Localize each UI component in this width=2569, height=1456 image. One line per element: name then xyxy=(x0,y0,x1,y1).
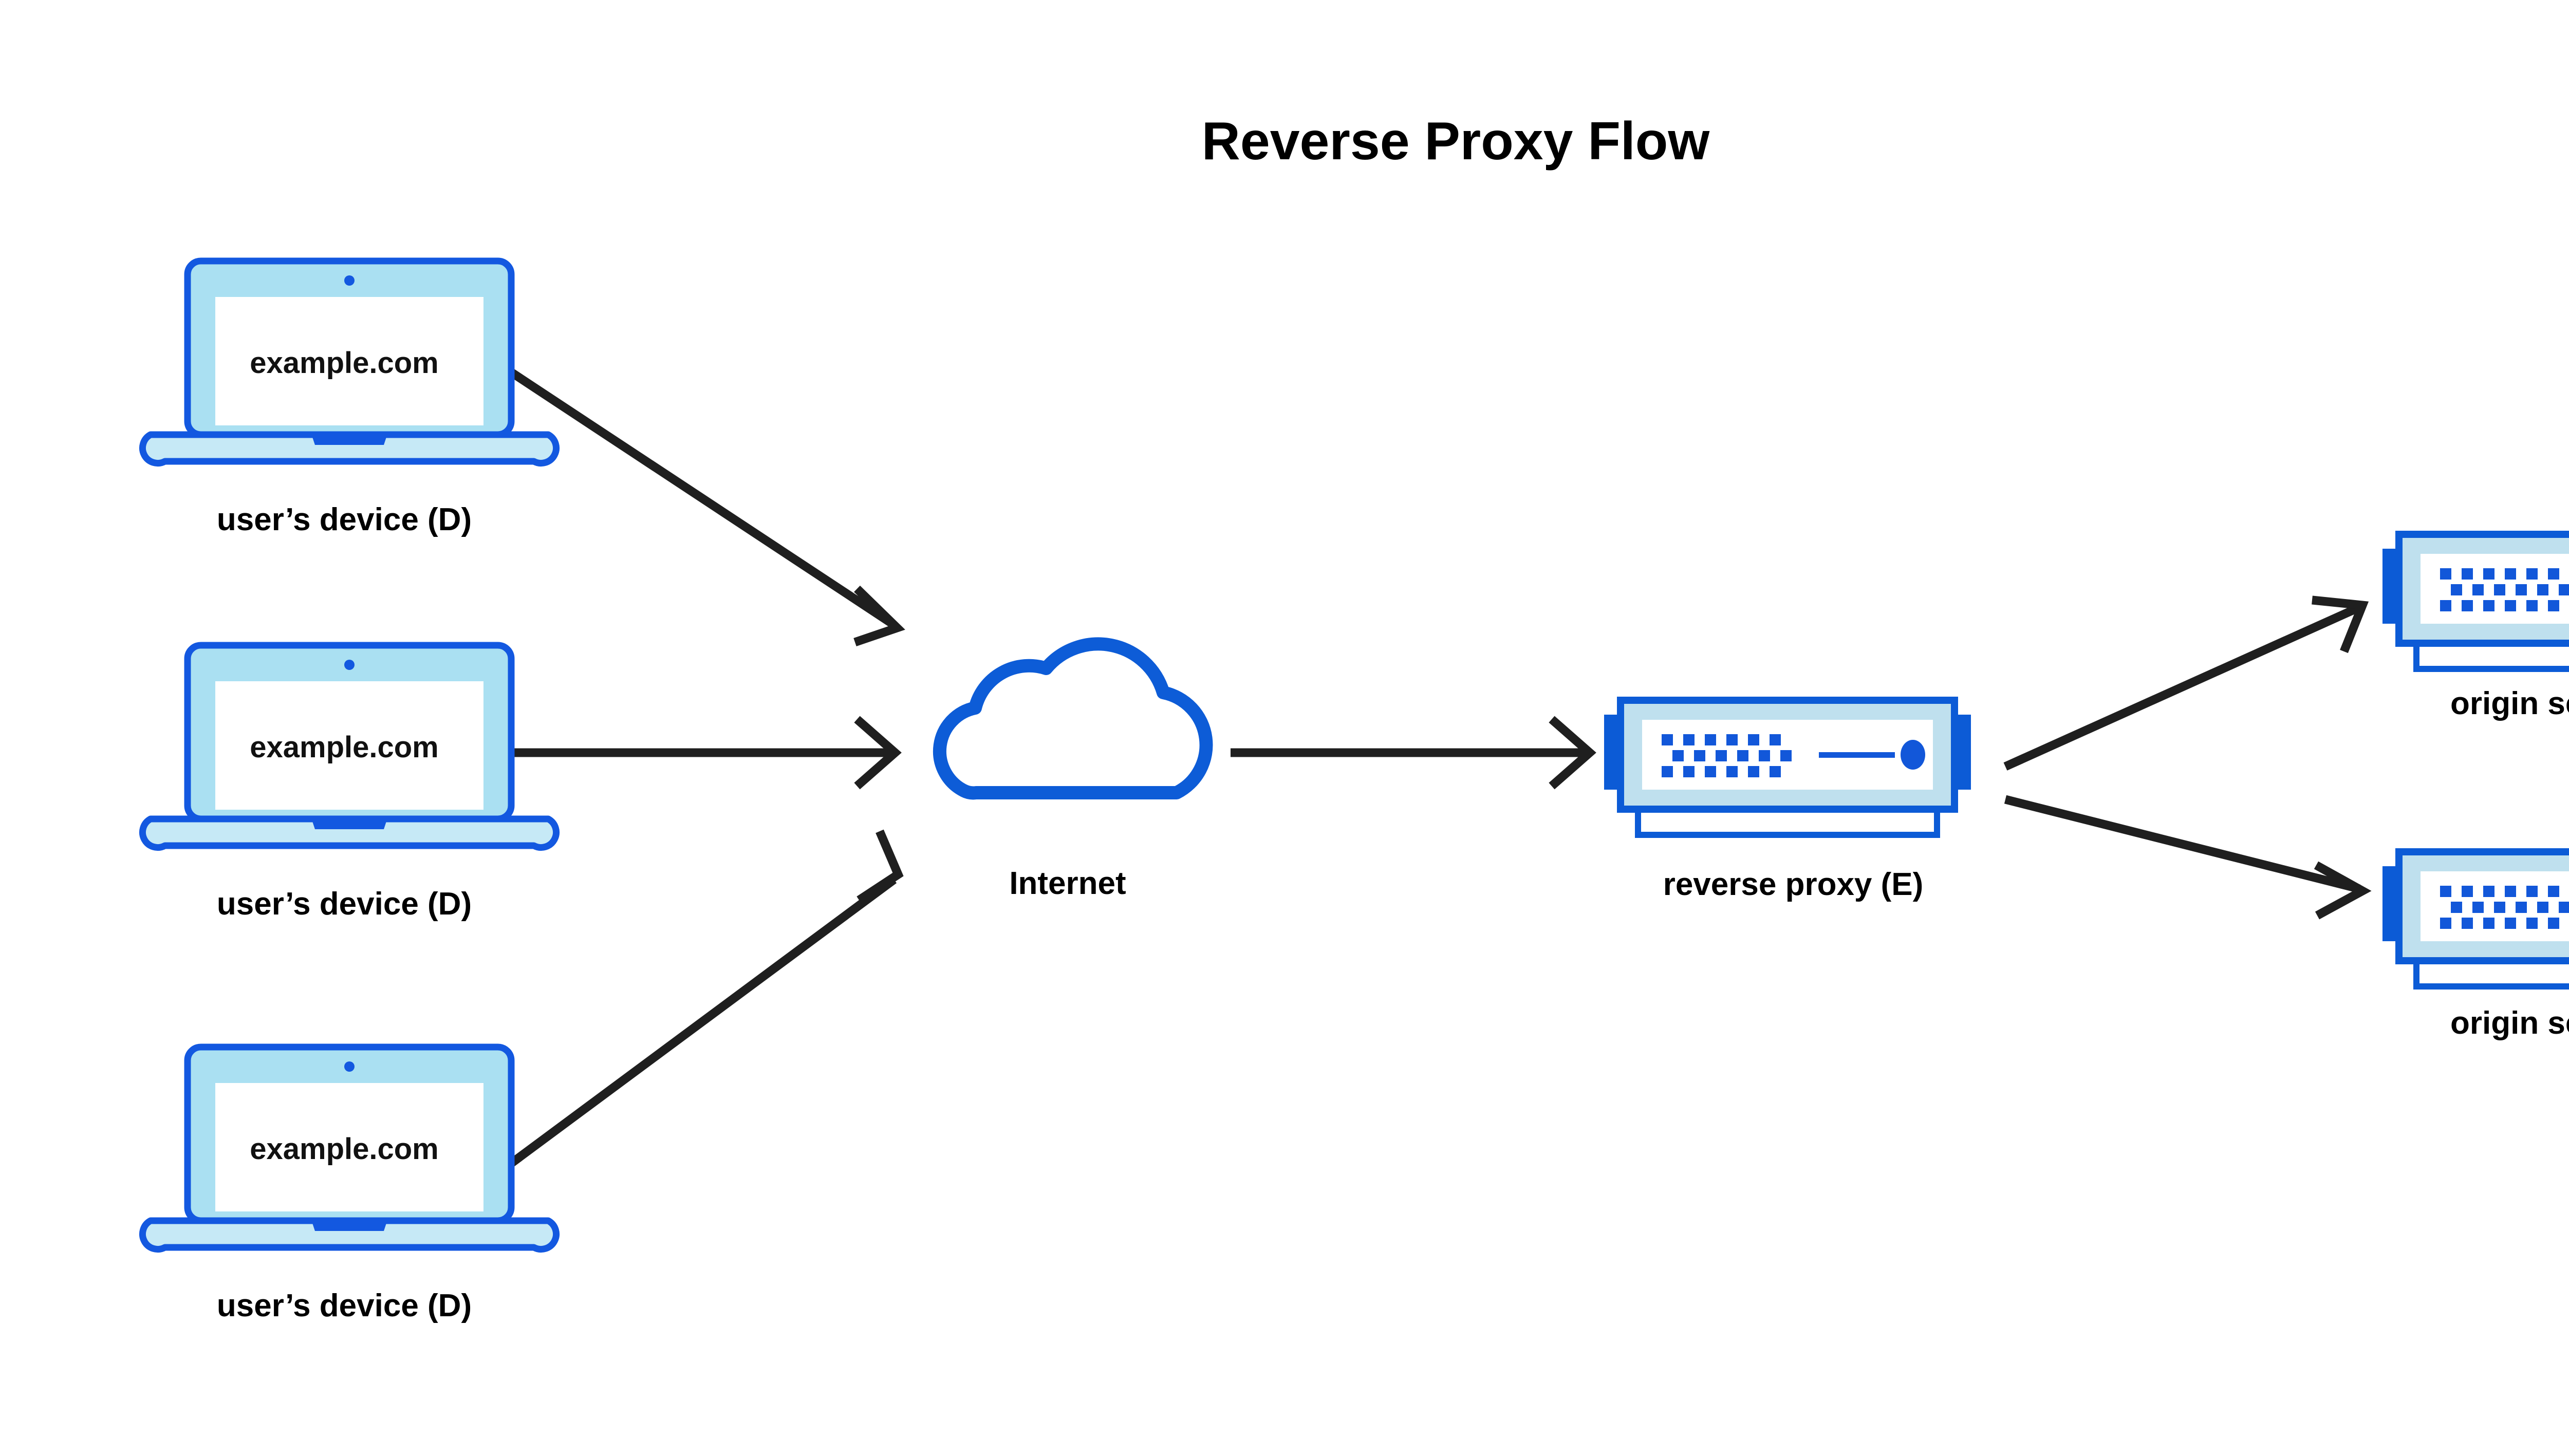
edge-client2-internet xyxy=(506,716,902,790)
node-label-internet: Internet xyxy=(1009,866,1126,901)
node-client-1[interactable]: example.com user’s device (D) xyxy=(142,261,556,537)
node-origin-1[interactable]: origin server (F) xyxy=(2382,534,2569,721)
server-icon xyxy=(1604,700,1971,835)
diagram-title: Reverse Proxy Flow xyxy=(1202,111,1710,171)
edge-proxy-origin2 xyxy=(2004,795,2372,920)
edge-client1-internet xyxy=(504,365,905,647)
node-label-origin-1: origin server (F) xyxy=(2450,686,2569,721)
node-client-3[interactable]: example.com user’s device (D) xyxy=(142,1047,556,1323)
node-label-client-1: user’s device (D) xyxy=(217,502,472,537)
node-label-client-3: user’s device (D) xyxy=(217,1288,472,1323)
edge-proxy-origin1 xyxy=(2003,595,2369,771)
node-label-origin-2: origin server (F) xyxy=(2450,1005,2569,1041)
node-client-2[interactable]: example.com user’s device (D) xyxy=(142,645,556,922)
edge-layer xyxy=(504,365,2372,1169)
client-screen-text: example.com xyxy=(250,346,439,380)
client-screen-text: example.com xyxy=(250,1132,439,1166)
edge-internet-proxy xyxy=(1231,716,1596,790)
client-screen-text: example.com xyxy=(250,731,439,764)
node-label-client-2: user’s device (D) xyxy=(217,886,472,922)
node-reverse-proxy[interactable]: reverse proxy (E) xyxy=(1604,700,1971,902)
node-origin-2[interactable]: origin server (F) xyxy=(2382,852,2569,1041)
node-internet[interactable]: Internet xyxy=(940,644,1206,901)
edge-client3-internet xyxy=(506,829,904,1169)
node-label-reverse-proxy: reverse proxy (E) xyxy=(1663,867,1924,902)
